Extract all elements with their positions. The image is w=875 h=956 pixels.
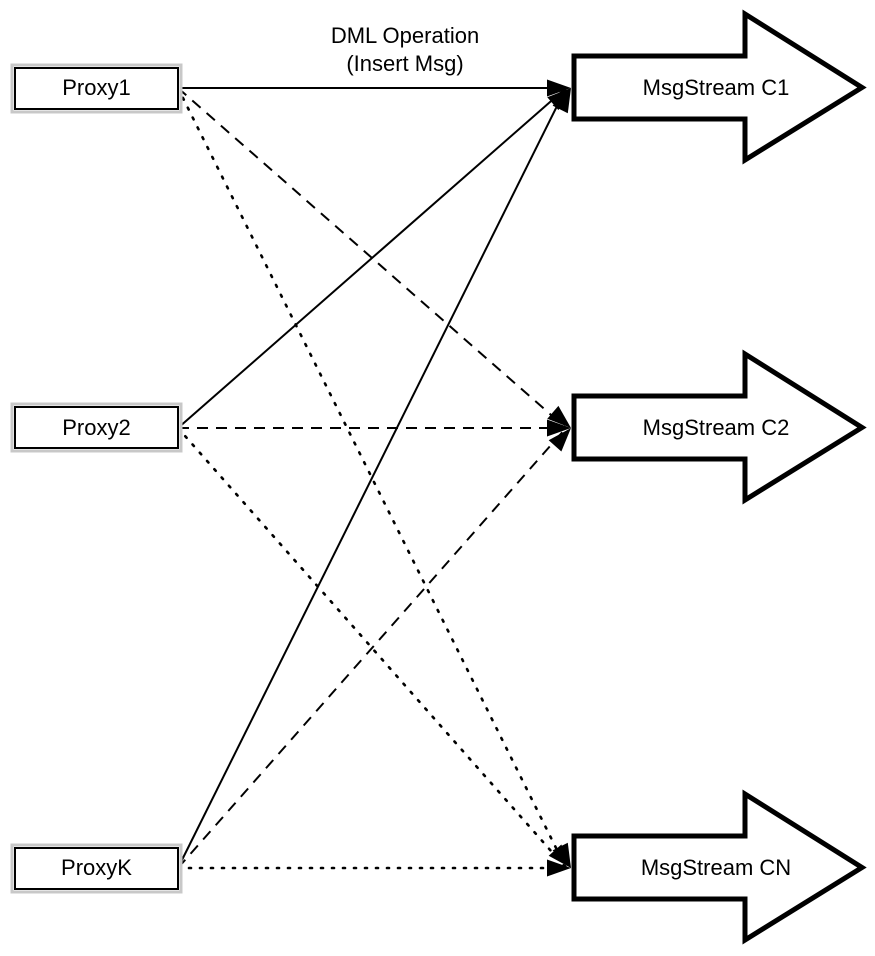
edge-label-line2: (Insert Msg) (346, 51, 463, 76)
connector-proxy2-to-stream-cn (176, 426, 568, 870)
arrowheads-layer (547, 79, 571, 877)
connector-proxy2-to-stream-c1 (177, 87, 567, 429)
msgstream-label: MsgStream CN (641, 855, 791, 880)
arrowhead-proxyk-to-stream-c1 (552, 88, 571, 114)
msgstream-block-stream-c1[interactable]: MsgStream C1 (571, 9, 867, 165)
arrowhead-proxy2-to-stream-cn (548, 844, 571, 868)
edge-label-dml-operation: DML Operation (Insert Msg) (331, 23, 479, 76)
proxy-label: ProxyK (61, 855, 132, 880)
arrowhead-proxy2-to-stream-c1 (547, 88, 571, 111)
block-arrow-shape (571, 789, 867, 945)
arrowhead-proxy1-to-stream-c1 (547, 79, 571, 97)
links-layer (176, 86, 568, 870)
msgstream-block-stream-c2[interactable]: MsgStream C2 (571, 349, 867, 505)
arrowhead-proxy1-to-stream-c2 (547, 405, 571, 428)
proxy-box-border (14, 67, 179, 110)
streams-layer: MsgStream C1 MsgStream C2 MsgStream CN (571, 9, 867, 945)
arrowhead-proxyk-to-stream-c2 (548, 428, 571, 452)
proxy-label: Proxy2 (62, 415, 130, 440)
arrowhead-proxyk-to-stream-cn (547, 859, 571, 877)
msgstream-label: MsgStream C2 (643, 415, 790, 440)
proxy-box-border (14, 847, 179, 890)
proxy-label: Proxy1 (62, 75, 130, 100)
connector-proxy1-to-stream-cn (176, 86, 568, 870)
connector-proxyk-to-stream-c1 (177, 87, 567, 869)
block-arrow-shape (571, 349, 867, 505)
msgstream-block-stream-cn[interactable]: MsgStream CN (571, 789, 867, 945)
proxy-node-proxy1[interactable]: Proxy1 (10, 63, 183, 114)
proxy-box-border (14, 406, 179, 449)
block-arrow-shape (571, 9, 867, 165)
msgstream-label: MsgStream C1 (643, 75, 790, 100)
proxy-node-proxy2[interactable]: Proxy2 (10, 402, 183, 453)
arrowhead-proxy2-to-stream-c2 (547, 419, 571, 437)
proxy-node-proxyk[interactable]: ProxyK (10, 843, 183, 894)
edge-label-line1: DML Operation (331, 23, 479, 48)
connector-proxyk-to-stream-c2 (177, 427, 567, 869)
